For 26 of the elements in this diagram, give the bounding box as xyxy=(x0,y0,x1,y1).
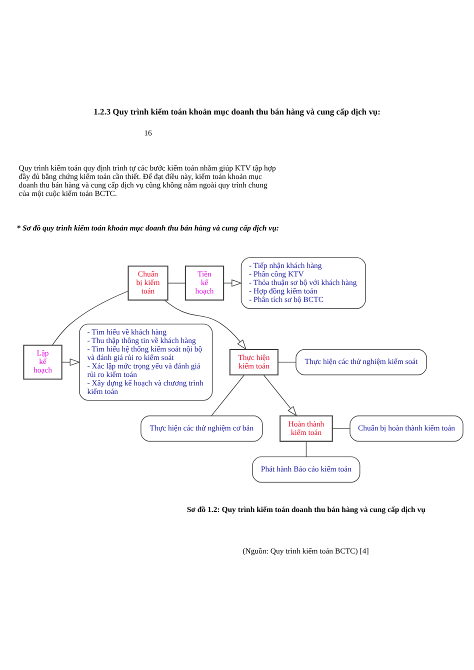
connector xyxy=(211,374,244,416)
node-box: - Tiếp nhận khách hàng - Phân công KTV - Thỏa thuận sơ bộ với khách hàng - Hợp đồng kiểm toán - Phân tích sơ bộ BCTC xyxy=(240,257,366,309)
node-box: Thực hiện các thử nghiệm cơ bản xyxy=(140,416,263,442)
diagram-title: 1.2.3 Quy trình kiểm toán khoản mục doanh thu bán hàng và cung cấp dịch vụ: xyxy=(94,106,380,117)
node-box: Tiền kế hoạch xyxy=(184,266,224,301)
caption: Sơ đồ 1.2: Quy trình kiểm toán doanh thu bán hàng và cung cấp dịch vụ xyxy=(186,504,426,514)
node-box: Chuẩn bị kiểm toán xyxy=(128,266,168,301)
connector xyxy=(306,441,307,458)
connector xyxy=(278,362,296,363)
arrow xyxy=(164,300,247,350)
label: Quy trình kiểm toán quy định trình tự các bước kiểm toán nhằm giúp KTV tập hợp đầy đủ bằng chứng kiểm toán cần thiết. Để đạt điều này, kiểm toán khoản mục doanh thu bán hàng và cung cấp dịch vụ cũng không nằm ngoài quy trình chung của một cuộc kiểm toán BCTC. xyxy=(18,164,276,198)
connector xyxy=(52,290,128,346)
node-box: Thực hiện kiểm toán xyxy=(229,348,278,376)
connector xyxy=(332,428,350,429)
arrow xyxy=(223,279,242,287)
node-box: Phát hành Báo cáo kiểm toán xyxy=(252,456,360,483)
node-box: Thực hiện các thử nghiệm kiểm soát xyxy=(296,349,427,376)
node-box: - Tìm hiểu về khách hàng - Thu thập thông tin về khách hàng - Tìm hiểu hệ thống kiểm soát nội bộ và đánh giá rủi ro kiểm soát - Xác lập mức trọng yếu và đánh giá rủi ro kiểm toán - Xây dựng kế hoạch và chương trình kiểm toán xyxy=(79,324,213,401)
connector xyxy=(168,282,186,284)
node-box: Chuẩn bị hoàn thành kiểm toán xyxy=(350,416,464,442)
arrow xyxy=(263,374,298,417)
node-box: Lập kế hoạch xyxy=(23,344,62,380)
node-box: Hoàn thành kiểm toán xyxy=(280,415,333,442)
label: 16 xyxy=(144,128,152,138)
label: * Sơ đồ quy trình kiểm toán khoản mục doanh thu bán hàng và cung cấp dịch vụ: xyxy=(16,224,279,233)
label: (Nguồn: Quy trình kiểm toán BCTC) [4] xyxy=(242,546,369,556)
